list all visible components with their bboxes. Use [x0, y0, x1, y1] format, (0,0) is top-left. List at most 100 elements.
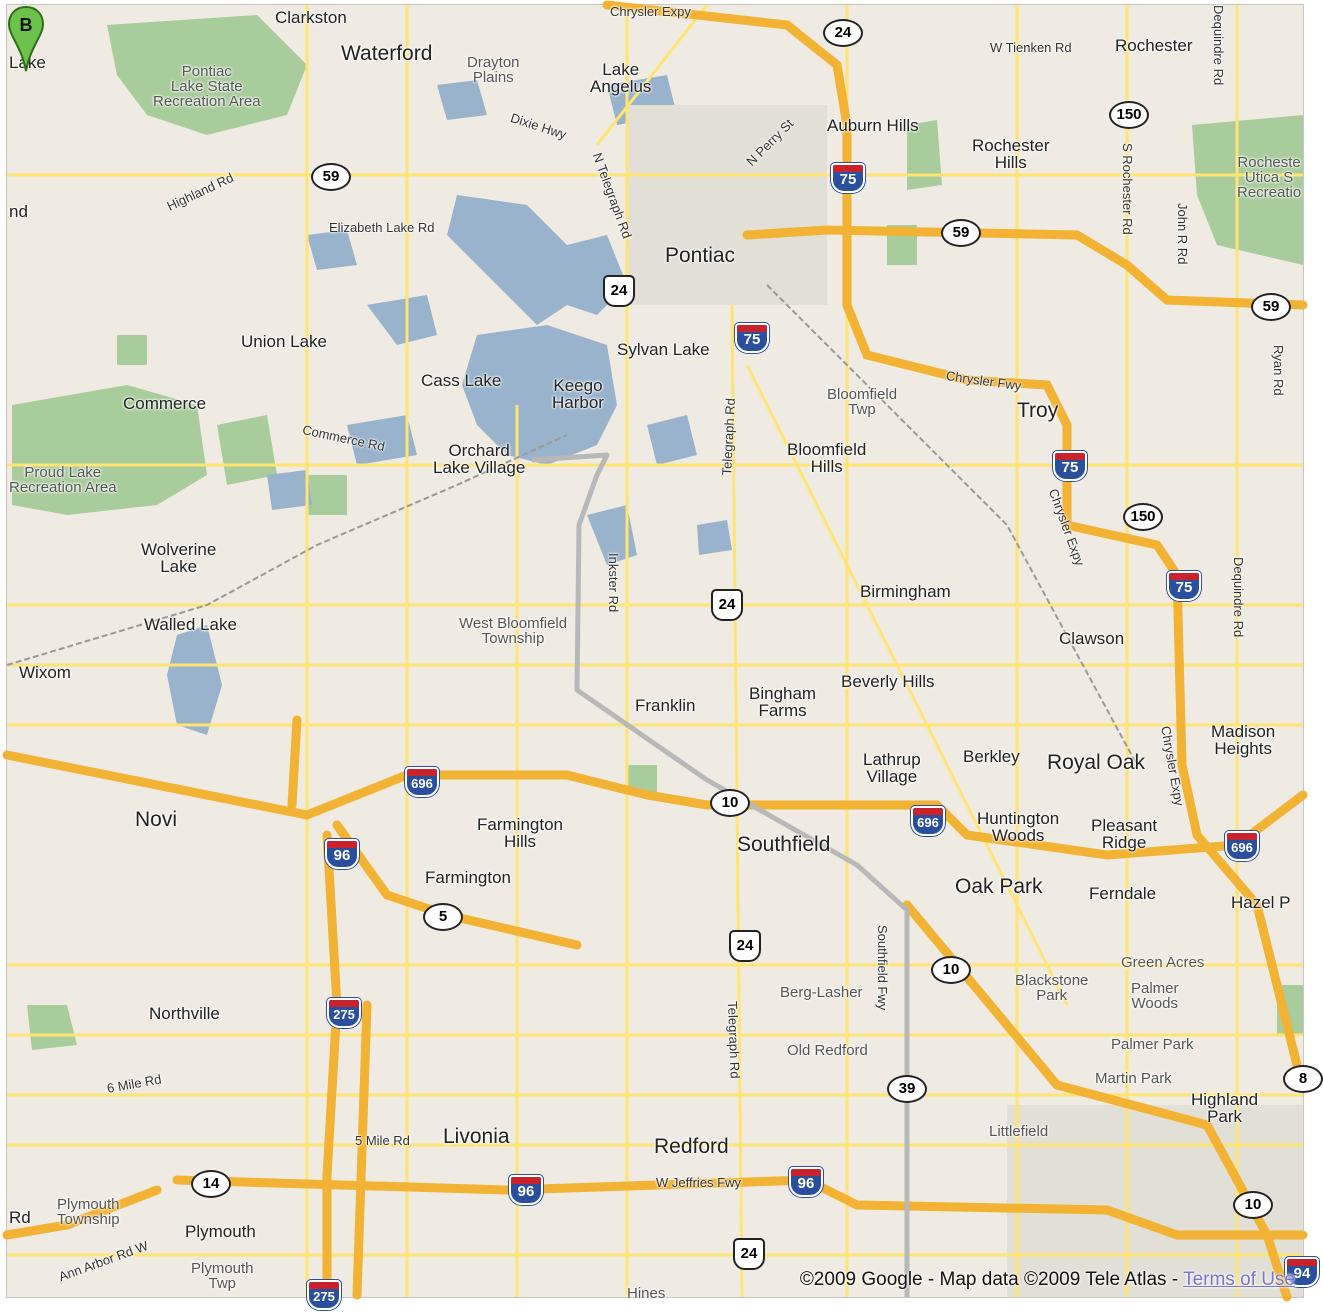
arterial-grid	[7, 4, 1303, 1298]
map-pin-icon[interactable]: B	[7, 5, 45, 75]
us-shield-icon: 24	[711, 589, 743, 621]
state-shield-icon: 150	[1109, 101, 1149, 129]
directions-route	[531, 452, 910, 1297]
state-shield-icon: 5	[423, 903, 463, 931]
terms-of-use-link[interactable]: Terms of Use	[1183, 1269, 1295, 1290]
road-label: Inkster Rd	[606, 553, 621, 613]
state-shield-icon: 39	[887, 1075, 927, 1103]
place-label: Martin Park	[1095, 1070, 1172, 1087]
freeways	[2, 0, 1308, 1302]
place-label: nd	[9, 202, 28, 221]
place-label: Beverly Hills	[841, 672, 935, 691]
place-label: Hazel P	[1231, 893, 1291, 912]
road-label: 5 Mile Rd	[355, 1133, 410, 1148]
place-label: Rd	[9, 1208, 31, 1227]
place-label: Hines	[627, 1285, 666, 1302]
place-label: Green Acres	[1121, 954, 1205, 971]
interstate-shield-icon: 75	[831, 163, 865, 193]
road-label: Telegraph Rd	[725, 1000, 743, 1079]
railways	[6, 284, 1138, 766]
state-shield-icon: 10	[1233, 1191, 1273, 1219]
place-label: Franklin	[635, 696, 696, 715]
interstate-shield-icon: 75	[1053, 451, 1087, 481]
state-shield-icon: 150	[1123, 503, 1163, 531]
road-label: S Rochester Rd	[1120, 143, 1135, 235]
place-label: Novi	[135, 808, 178, 831]
state-shield-icon: 10	[710, 789, 750, 817]
place-label: Southfield	[737, 833, 831, 856]
road-label: W Tienken Rd	[990, 40, 1072, 55]
us-shield-icon: 24	[603, 275, 635, 307]
place-label: Berkley	[963, 747, 1020, 766]
place-label: Littlefield	[989, 1123, 1049, 1140]
road-label: John R Rd	[1175, 203, 1190, 265]
place-label: Redford	[654, 1135, 729, 1158]
place-label: Palmer Park	[1111, 1036, 1194, 1053]
place-label: Union Lake	[241, 332, 328, 351]
place-label: Clawson	[1059, 629, 1125, 648]
place-label: Old Redford	[787, 1042, 868, 1059]
interstate-shield-icon: 94	[1285, 1257, 1319, 1287]
place-label: Ferndale	[1089, 884, 1157, 903]
state-shield-icon: 10	[931, 956, 971, 984]
map-copyright: ©2009 Google - Map data ©2009 Tele Atlas…	[800, 1269, 1295, 1291]
road-label: Elizabeth Lake Rd	[329, 220, 435, 235]
place-label: Commerce	[123, 394, 207, 413]
road-label: Chrysler Expy	[610, 4, 691, 19]
place-label: Sylvan Lake	[617, 340, 710, 359]
place-label: Rochester	[1115, 36, 1193, 55]
interstate-shield-icon: 696	[1225, 831, 1259, 861]
place-label: Auburn Hills	[827, 116, 919, 135]
copyright-text: ©2009 Google - Map data ©2009 Tele Atlas…	[799, 1269, 1184, 1290]
interstate-shield-icon: 96	[509, 1175, 543, 1205]
interstate-shield-icon: 275	[307, 1280, 341, 1310]
place-label: Cass Lake	[421, 371, 502, 390]
place-label: Birmingham	[860, 582, 951, 601]
interstate-shield-icon: 96	[325, 839, 359, 869]
interstate-shield-icon: 696	[405, 767, 439, 797]
lakes	[167, 75, 732, 735]
interstate-shield-icon: 96	[789, 1167, 823, 1197]
state-shield-icon: 59	[941, 219, 981, 247]
road-label: Dequindre Rd	[1211, 5, 1226, 86]
state-shield-icon: 8	[1283, 1065, 1323, 1093]
place-label: Troy	[1017, 399, 1059, 422]
place-label: Plymouth	[185, 1222, 256, 1241]
place-label: Royal Oak	[1047, 751, 1146, 774]
state-shield-icon: 59	[311, 163, 351, 191]
place-label: Clarkston	[275, 8, 347, 27]
interstate-shield-icon: 275	[327, 998, 361, 1028]
road-label: Dequindre Rd	[1231, 557, 1246, 638]
place-label: Livonia	[443, 1125, 510, 1148]
state-shield-icon: 14	[191, 1170, 231, 1198]
interstate-shield-icon: 75	[735, 323, 769, 353]
place-label: Berg-Lasher	[780, 984, 863, 1001]
interstate-shield-icon: 75	[1167, 571, 1201, 601]
state-shield-icon: 24	[823, 19, 863, 47]
marker-letter: B	[20, 15, 33, 35]
place-label: Walled Lake	[144, 615, 237, 634]
road-label: Southfield Fwy	[875, 925, 890, 1011]
place-label: Pontiac	[665, 244, 736, 267]
map-base-layer	[2, 0, 1308, 1302]
state-shield-icon: 59	[1251, 293, 1291, 321]
